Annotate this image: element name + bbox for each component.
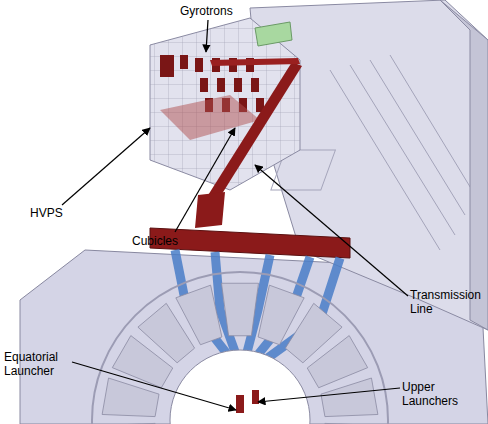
port-cell [321,378,378,417]
port-cell [102,378,159,417]
building-wall [440,0,488,330]
port-cells [102,283,378,424]
port-cell [321,423,378,424]
building-floor-lines [271,55,475,250]
port-cell [221,283,258,336]
port-cell [102,423,159,424]
callout-label: Gyrotrons [180,4,250,18]
roof-unit [255,22,292,46]
port-cell [307,336,367,388]
callout-label: HVPS [30,206,70,220]
callout-label: Cubicles [132,234,192,248]
tokamak-pit [170,350,310,424]
equatorial-launcher [236,395,244,413]
callout-label: Transmission Line [410,288,484,316]
callout-label: Upper Launchers [402,380,472,408]
callout-label: Equatorial Launcher [4,350,72,378]
leader-lines [62,20,408,410]
hvps-area [160,95,260,140]
transmission-line [195,192,225,228]
transmission-line [210,58,300,66]
upper-launcher [252,390,259,404]
bioshield [92,272,388,424]
port-cell [176,285,222,345]
transmission-line [205,62,302,205]
